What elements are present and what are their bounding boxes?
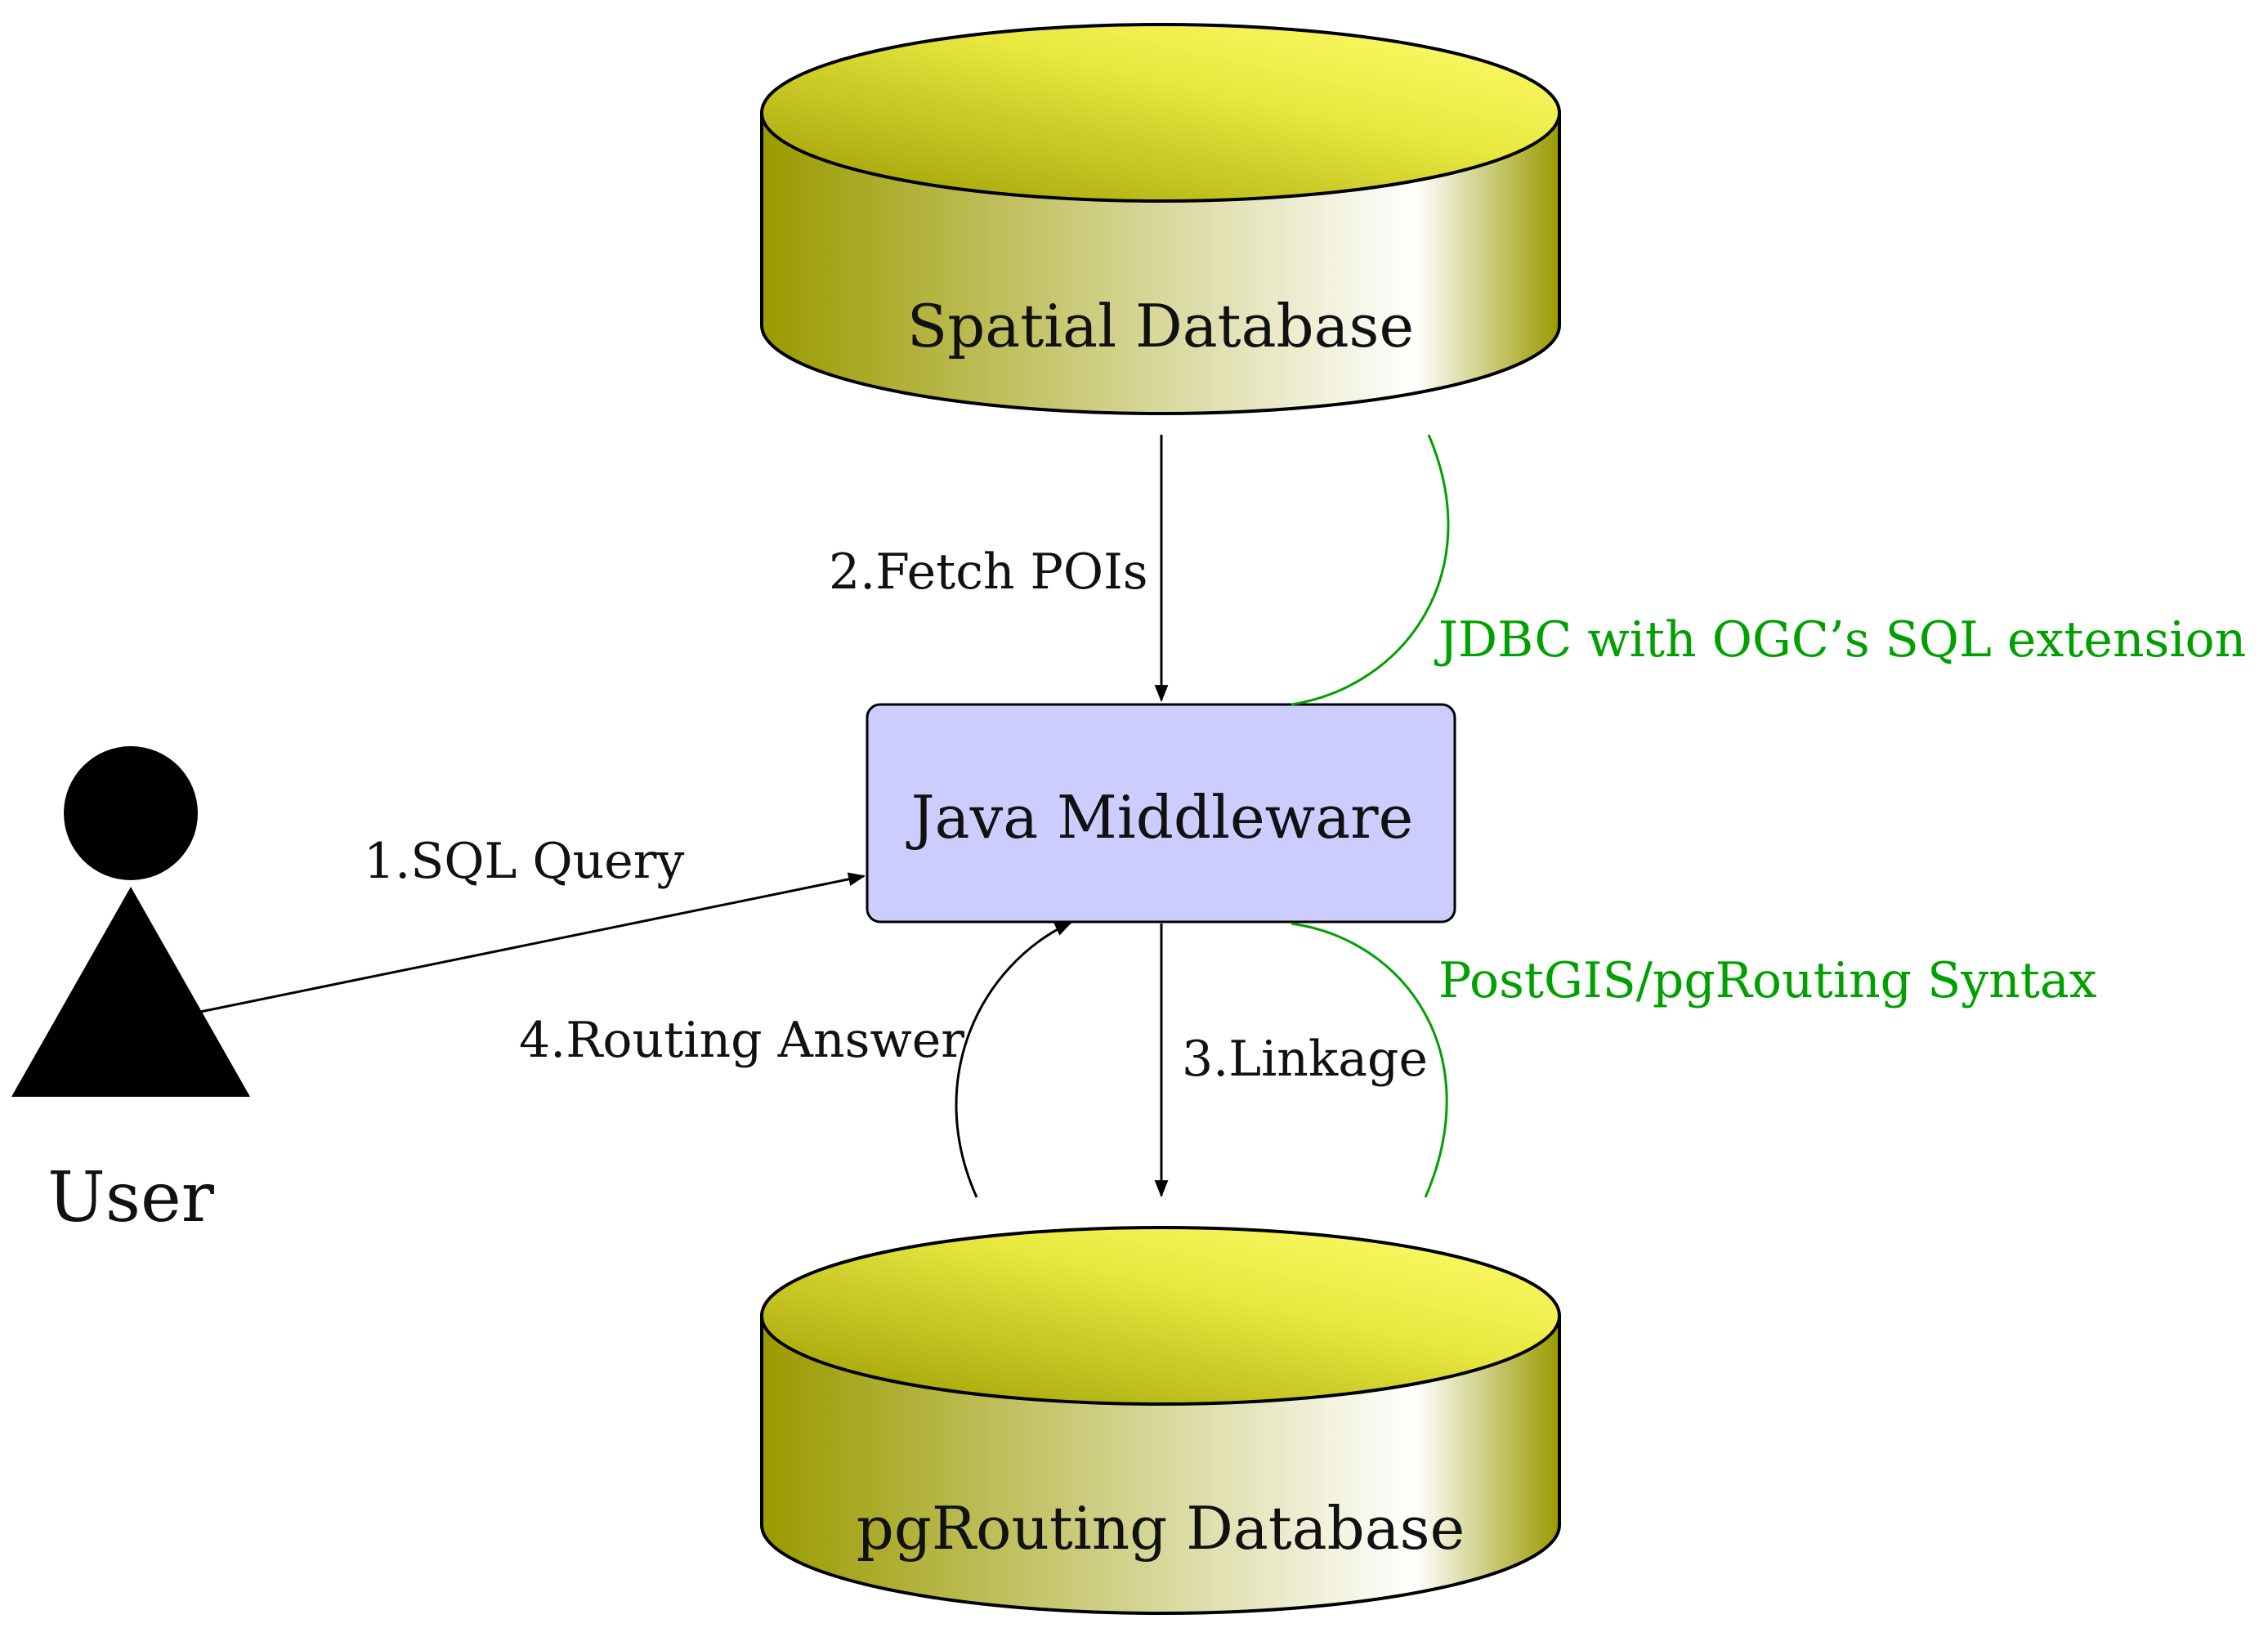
edge-routing-answer: 4.Routing Answer bbox=[519, 921, 1072, 1198]
jdbc-annotation: JDBC with OGC’s SQL extension bbox=[1291, 434, 2246, 706]
fetch-pois-label: 2.Fetch POIs bbox=[829, 543, 1148, 601]
pgrouting-database-label: pgRouting Database bbox=[857, 1494, 1465, 1563]
edge-fetch-pois: 2.Fetch POIs bbox=[829, 435, 1169, 703]
jdbc-annotation-label: JDBC with OGC’s SQL extension bbox=[1434, 611, 2246, 669]
java-middleware-node: Java Middleware bbox=[866, 703, 1456, 924]
edge-linkage: 3.Linkage bbox=[1154, 924, 1428, 1198]
java-middleware-label: Java Middleware bbox=[906, 783, 1413, 852]
routing-answer-label: 4.Routing Answer bbox=[519, 1012, 964, 1069]
user-node: User bbox=[11, 746, 250, 1237]
sql-query-label: 1.SQL Query bbox=[364, 833, 684, 890]
person-icon bbox=[11, 746, 250, 1097]
spatial-database-label: Spatial Database bbox=[907, 292, 1414, 360]
spatial-database-node: Spatial Database bbox=[760, 23, 1561, 415]
postgis-annotation-label: PostGIS/pgRouting Syntax bbox=[1438, 952, 2097, 1009]
user-label: User bbox=[47, 1157, 215, 1237]
linkage-label: 3.Linkage bbox=[1182, 1031, 1428, 1088]
edge-sql-query: 1.SQL Query bbox=[199, 833, 866, 1013]
postgis-annotation: PostGIS/pgRouting Syntax bbox=[1291, 922, 2097, 1198]
pgrouting-database-node: pgRouting Database bbox=[760, 1226, 1561, 1615]
